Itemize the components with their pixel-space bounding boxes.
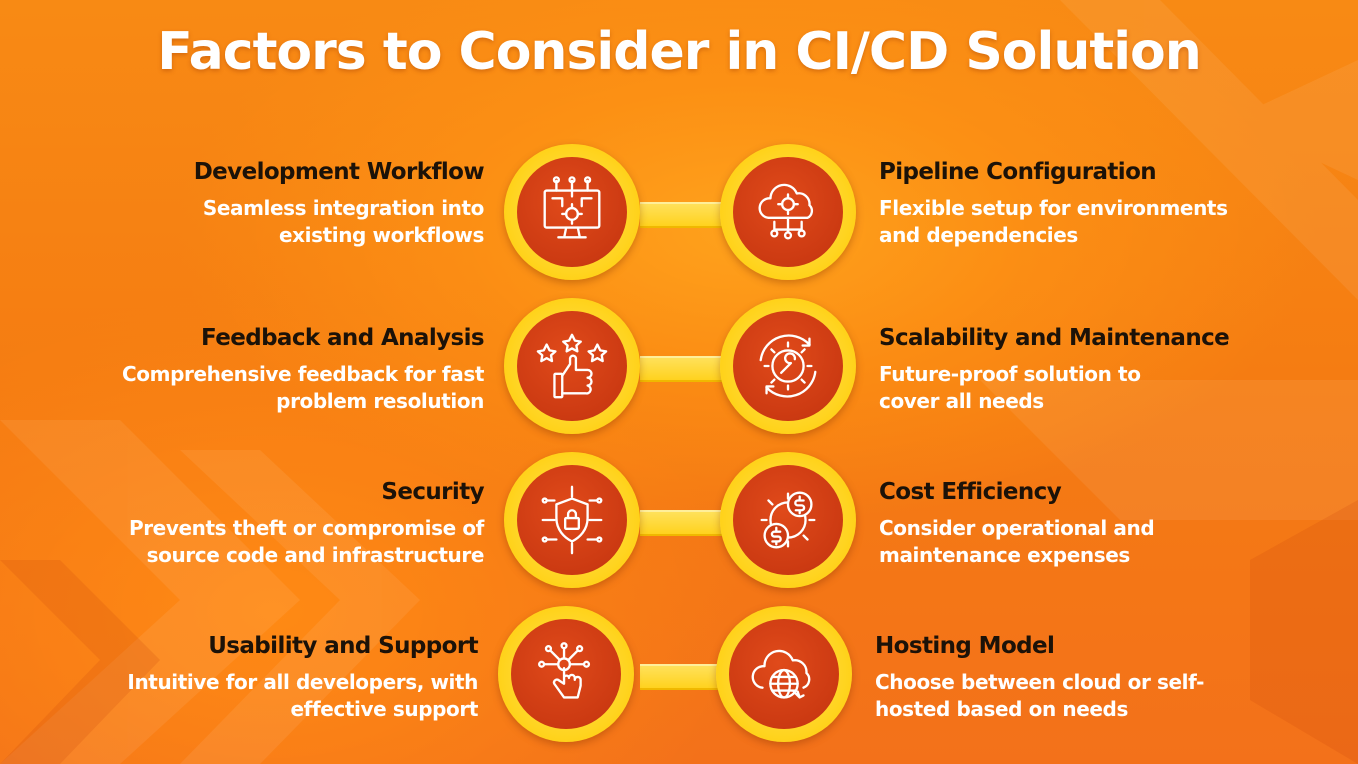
- factor-heading: Development Workflow: [193, 159, 485, 185]
- factor-description-line2: source code and infrastructure: [146, 543, 485, 567]
- factor-icon-badge: [716, 606, 852, 742]
- gear-wrench-cycle-icon: [759, 334, 817, 398]
- factor-icon-badge: [720, 144, 856, 280]
- factor-feedback-analysis: Feedback and Analysis Comprehensive feed…: [64, 323, 485, 415]
- factor-icon-badge: [504, 452, 640, 588]
- factor-icon-badge: [720, 298, 856, 434]
- factor-description-line1: Prevents theft or compromise of: [128, 516, 484, 540]
- connector-row-2: [640, 356, 724, 382]
- factor-cost-efficiency: Cost Efficiency Consider operational and…: [879, 477, 1299, 569]
- factor-icon-badge: [720, 452, 856, 588]
- connector-row-3: [640, 510, 724, 536]
- cloud-globe-icon: [751, 649, 811, 699]
- factor-heading: Usability and Support: [208, 633, 478, 659]
- factor-icon-badge: [504, 144, 640, 280]
- factor-development-workflow: Development Workflow Seamless integratio…: [64, 157, 485, 249]
- factor-description-line1: Seamless integration into: [202, 196, 485, 220]
- factor-heading: Hosting Model: [875, 633, 1055, 659]
- factor-description-line2: hosted based on needs: [875, 697, 1128, 721]
- factor-description-line2: problem resolution: [276, 389, 484, 413]
- factor-security: Security Prevents theft or compromise of…: [64, 477, 485, 569]
- connector-row-4: [640, 664, 724, 690]
- factor-icon-badge: [504, 298, 640, 434]
- factor-pipeline-configuration: Pipeline Configuration Flexible setup fo…: [879, 157, 1299, 249]
- page-title: Factors to Consider in CI/CD Solution: [157, 22, 1202, 82]
- connector-row-1: [640, 202, 724, 228]
- factor-description-line2: and dependencies: [879, 223, 1078, 247]
- touch-hand-network-icon: [538, 642, 591, 699]
- factor-description-line2: existing workflows: [278, 223, 484, 247]
- shield-lock-circuit-icon: [541, 485, 603, 555]
- factor-description-line1: Future-proof solution to: [879, 362, 1141, 386]
- factor-heading: Pipeline Configuration: [879, 159, 1157, 185]
- factor-description-line2: maintenance expenses: [879, 543, 1130, 567]
- factor-heading: Cost Efficiency: [879, 479, 1062, 505]
- factor-description-line1: Intuitive for all developers, with: [127, 670, 478, 694]
- factor-description-line1: Comprehensive feedback for fast: [122, 362, 484, 386]
- factor-description-line1: Choose between cloud or self-: [875, 670, 1204, 694]
- monitor-gear-circuit-icon: [543, 176, 601, 239]
- factor-icon-badge: [498, 606, 634, 742]
- factor-usability-support: Usability and Support Intuitive for all …: [58, 631, 478, 723]
- factor-description-line2: effective support: [290, 697, 478, 721]
- factor-heading: Security: [381, 479, 484, 505]
- cloud-gear-network-icon: [758, 183, 814, 240]
- factor-description-line1: Flexible setup for environments: [879, 196, 1228, 220]
- factor-description-line1: Consider operational and: [879, 516, 1155, 540]
- factor-description-line2: cover all needs: [879, 389, 1044, 413]
- factor-heading: Feedback and Analysis: [201, 325, 485, 351]
- stars-thumbs-up-icon: [536, 333, 608, 399]
- factor-hosting-model: Hosting Model Choose between cloud or se…: [875, 631, 1295, 723]
- factor-heading: Scalability and Maintenance: [879, 325, 1230, 351]
- factor-scalability-maintenance: Scalability and Maintenance Future-proof…: [879, 323, 1299, 415]
- gear-dollar-icon: [760, 491, 816, 549]
